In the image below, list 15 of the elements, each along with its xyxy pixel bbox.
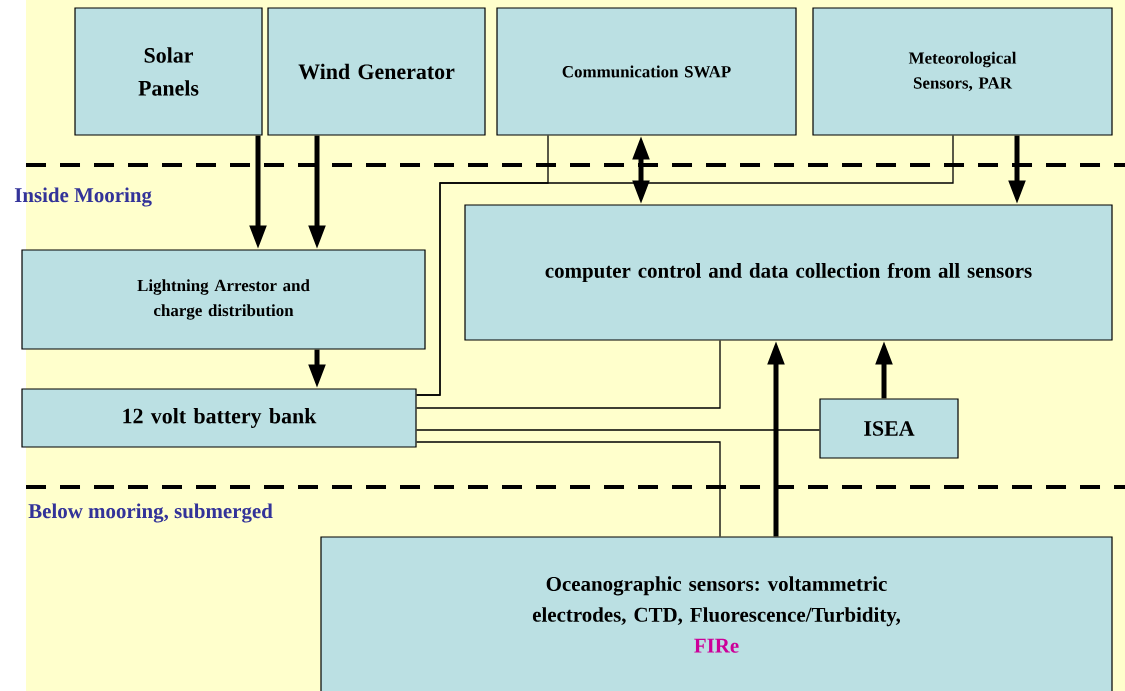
component-box: Oceanographic sensors: voltammetric electrodes, CTD, Fluorescence/Turbidity, FIRe: [320, 536, 1113, 691]
component-box: Communication SWAP: [496, 7, 797, 136]
component-box: 12 volt battery bank: [21, 388, 417, 448]
component-box: Meteorological Sensors, PAR: [812, 7, 1113, 136]
cable-line: [415, 441, 721, 538]
component-box: Solar Panels: [74, 7, 263, 136]
zone-label: Below mooring, submerged: [28, 503, 273, 523]
zone-label: Inside Mooring: [14, 187, 152, 207]
component-box: ISEA: [819, 398, 959, 459]
component-box: computer control and data collection from all sensors: [464, 204, 1113, 341]
cable-line: [415, 429, 821, 431]
component-box: Lightning Arrestor and charge distribution: [21, 249, 426, 350]
component-box: Wind Generator: [267, 7, 486, 136]
cable-line: [415, 134, 954, 396]
cable-line: [415, 339, 721, 409]
